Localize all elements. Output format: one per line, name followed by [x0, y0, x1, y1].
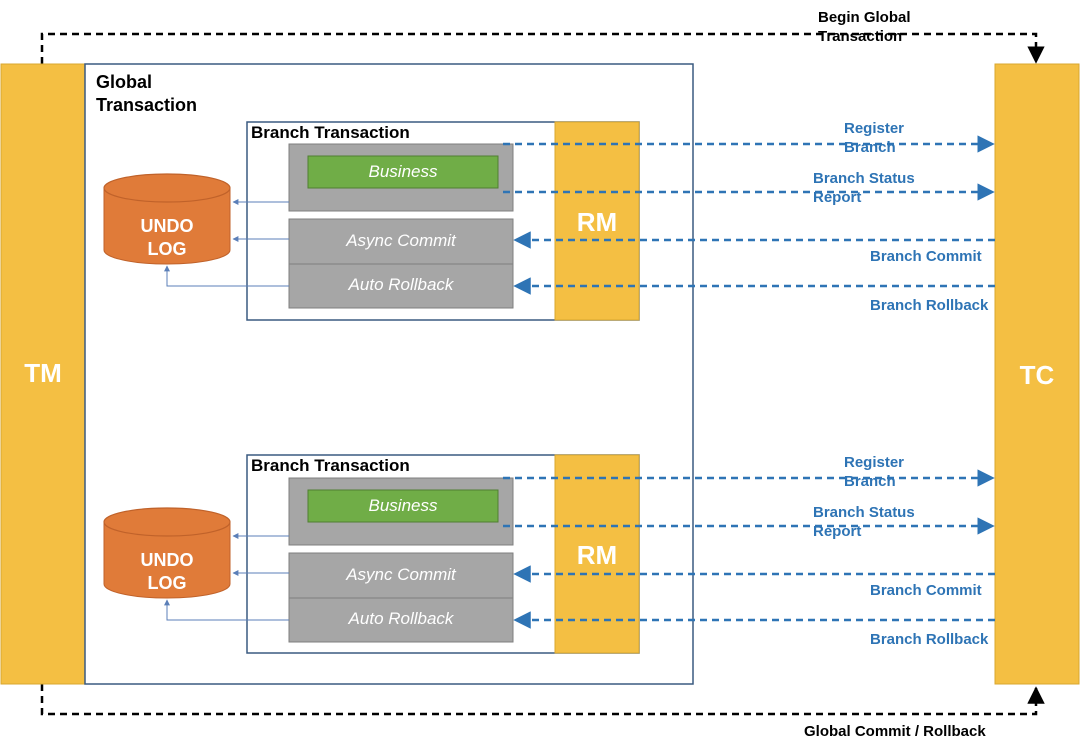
global-commit-arrow [40, 684, 1045, 716]
status-report-label: Branch Status Report [813, 504, 915, 540]
branch-commit-label: Branch Commit [870, 248, 982, 265]
async-commit-box [288, 218, 514, 265]
business-label: Business [368, 162, 438, 181]
async-commit-label: Async Commit [346, 565, 456, 584]
rm-label: RM [576, 207, 618, 237]
begin-global-label: Begin Global Transaction [818, 9, 911, 45]
branch-group-1 [103, 121, 995, 321]
auto-rollback-box [288, 263, 514, 309]
register-branch-label: Register Branch [844, 454, 905, 490]
auto-rollback-box [288, 597, 514, 643]
tc-label: TC [1019, 360, 1055, 390]
undo-log-label: UNDO LOG [140, 550, 194, 593]
branch-group-2 [103, 454, 995, 654]
undo-log-cylinder [103, 521, 231, 599]
auto-rollback-label: Auto Rollback [348, 275, 454, 294]
global-commit-label: Global Commit / Rollback [804, 723, 986, 740]
tm-label: TM [24, 358, 62, 388]
business-inner [307, 155, 499, 189]
business-label: Business [368, 496, 438, 515]
tm-bar [0, 63, 86, 685]
begin-global-arrow [40, 32, 1045, 64]
register-branch-label: Register Branch [844, 120, 905, 156]
status-report-label: Branch Status Report [813, 170, 915, 206]
branch-commit-label: Branch Commit [870, 582, 982, 599]
undo-log-label: UNDO LOG [140, 216, 194, 259]
global-transaction-label: Global Transaction [96, 72, 198, 115]
branch-title: Branch Transaction [251, 456, 410, 475]
business-inner [307, 489, 499, 523]
branch-title: Branch Transaction [251, 123, 410, 142]
tc-bar [994, 63, 1080, 685]
branch-rollback-label: Branch Rollback [870, 631, 989, 648]
auto-rollback-label: Auto Rollback [348, 609, 454, 628]
async-commit-box [288, 552, 514, 599]
async-commit-label: Async Commit [346, 231, 456, 250]
branch-rollback-label: Branch Rollback [870, 297, 989, 314]
rm-label: RM [576, 540, 618, 570]
undo-log-cylinder [103, 187, 231, 265]
